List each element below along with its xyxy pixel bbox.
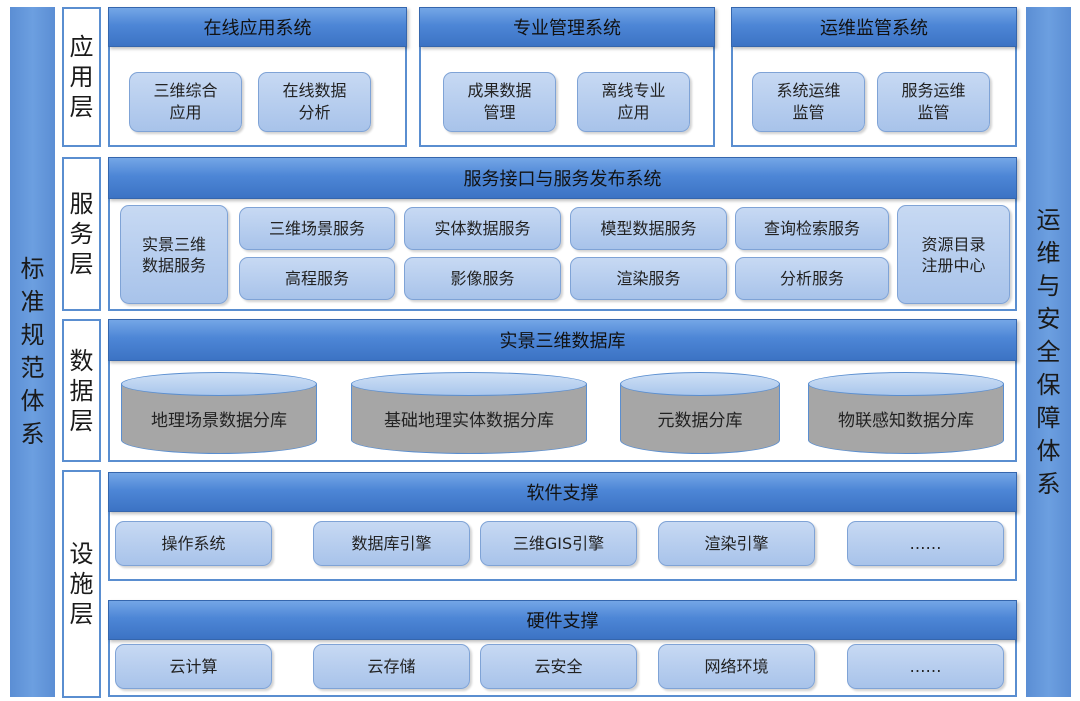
- pro-management-system-title: 专业管理系统: [419, 7, 715, 47]
- elevation-service-cell: 高程服务: [239, 257, 395, 300]
- software-support-title: 软件支撑: [108, 472, 1017, 512]
- cloud-security-cell: 云安全: [480, 644, 637, 689]
- cloud-computing-cell: 云计算: [115, 644, 272, 689]
- 3d-scene-service-cell: 三维场景服务: [239, 207, 395, 250]
- imagery-service-cell: 影像服务: [404, 257, 561, 300]
- query-search-service-cell: 查询检索服务: [735, 207, 889, 250]
- 3d-gis-engine-cell: 三维GIS引擎: [480, 521, 637, 566]
- network-environment-cell: 网络环境: [658, 644, 815, 689]
- standards-system-label: 标准规范体系: [20, 255, 45, 448]
- metadata-db-cylinder: 元数据分库: [620, 372, 780, 454]
- database-engine-cell: 数据库引擎: [313, 521, 470, 566]
- data-layer-label: 数据层: [62, 319, 101, 462]
- model-data-service-cell: 模型数据服务: [570, 207, 727, 250]
- hardware-support-title: 硬件支撑: [108, 600, 1017, 640]
- realistic-3d-database-title: 实景三维数据库: [108, 319, 1017, 361]
- ops-security-system-bar: 运维与安全保障体系: [1026, 7, 1071, 697]
- online-app-system-title: 在线应用系统: [108, 7, 407, 47]
- iot-sensing-db-cylinder: 物联感知数据分库: [808, 372, 1004, 454]
- offline-pro-app-cell: 离线专业应用: [577, 72, 690, 132]
- service-interface-title: 服务接口与服务发布系统: [108, 157, 1017, 199]
- basic-geo-entity-db-cylinder: 基础地理实体数据分库: [351, 372, 587, 454]
- operating-system-cell: 操作系统: [115, 521, 272, 566]
- application-layer-label: 应用层: [62, 7, 101, 147]
- cylinder-top: [620, 372, 780, 396]
- hardware-more-cell: ……: [847, 644, 1004, 689]
- geo-scene-db-cylinder: 地理场景数据分库: [121, 372, 317, 454]
- cylinder-top: [121, 372, 317, 396]
- cloud-storage-cell: 云存储: [313, 644, 470, 689]
- infrastructure-layer-label: 设施层: [62, 470, 101, 698]
- ops-monitor-system-title: 运维监管系统: [731, 7, 1017, 47]
- result-data-management-cell: 成果数据管理: [443, 72, 556, 132]
- service-layer-label: 服务层: [62, 157, 101, 311]
- software-more-cell: ……: [847, 521, 1004, 566]
- cylinder-top: [808, 372, 1004, 396]
- ops-security-system-label: 运维与安全保障体系: [1036, 205, 1061, 498]
- 3d-integrated-app-cell: 三维综合应用: [129, 72, 242, 132]
- rendering-engine-cell: 渲染引擎: [658, 521, 815, 566]
- standards-system-bar: 标准规范体系: [10, 7, 55, 697]
- rendering-service-cell: 渲染服务: [570, 257, 727, 300]
- online-data-analysis-cell: 在线数据分析: [258, 72, 371, 132]
- metadata-db-label: 元数据分库: [620, 384, 780, 454]
- service-ops-monitor-cell: 服务运维监管: [877, 72, 990, 132]
- resource-catalog-registry-cell: 资源目录注册中心: [897, 205, 1010, 304]
- cylinder-top: [351, 372, 587, 396]
- realistic-3d-data-service-cell: 实景三维数据服务: [120, 205, 228, 304]
- system-ops-monitor-cell: 系统运维监管: [752, 72, 865, 132]
- analysis-service-cell: 分析服务: [735, 257, 889, 300]
- entity-data-service-cell: 实体数据服务: [404, 207, 561, 250]
